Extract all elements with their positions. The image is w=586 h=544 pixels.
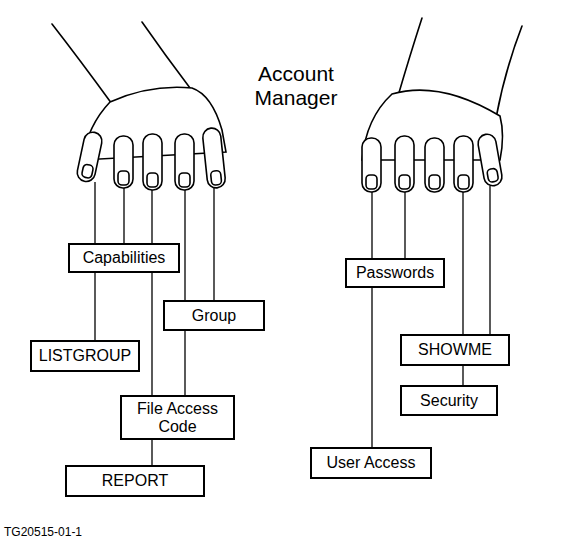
right-hand (362, 90, 503, 192)
finger (143, 134, 162, 190)
process-box: LISTGROUP (30, 340, 140, 372)
figure-code: TG20515-01-1 (4, 525, 82, 539)
fingernail (118, 171, 129, 185)
diagram-title: Account Manager (238, 62, 354, 110)
connector-layer (95, 273, 463, 465)
puppet-string (371, 192, 372, 258)
string-connector (184, 331, 185, 395)
box-label: User Access (327, 454, 416, 472)
box-label: Group (192, 307, 236, 325)
arm-line (496, 26, 522, 118)
box-label: Passwords (356, 264, 434, 282)
puppet-string (123, 188, 124, 243)
fingernail (399, 175, 410, 189)
arm-line (52, 24, 112, 104)
finger (362, 138, 381, 192)
fingernail (366, 175, 377, 189)
finger (114, 136, 133, 188)
arm-line (142, 22, 190, 88)
fingernail (81, 164, 93, 179)
string-connector (151, 440, 152, 465)
finger (395, 136, 414, 192)
fingernail (429, 175, 440, 189)
fingernail (458, 175, 469, 189)
fingernail (210, 170, 221, 185)
string-connector (94, 273, 95, 340)
left-hand (76, 87, 227, 190)
puppet-string (151, 190, 152, 243)
string-connector (462, 366, 463, 385)
puppet-string (94, 182, 95, 243)
string-connector (151, 273, 152, 395)
process-box: User Access (310, 447, 432, 479)
box-label: REPORT (102, 472, 168, 490)
puppet-string (184, 190, 185, 300)
process-box: SHOWME (400, 334, 510, 366)
finger (454, 136, 473, 192)
box-label: LISTGROUP (39, 347, 131, 365)
puppet-string (404, 192, 405, 258)
process-box: Passwords (345, 258, 445, 288)
box-label: Capabilities (83, 249, 166, 267)
process-box: File Access Code (120, 395, 235, 440)
finger (477, 133, 504, 187)
box-label: File Access Code (126, 400, 229, 436)
finger (202, 127, 226, 189)
process-box: Security (400, 385, 498, 416)
arm-line (398, 18, 422, 96)
fingernail (147, 173, 158, 187)
fingernail (487, 168, 499, 183)
box-label: Security (420, 392, 478, 410)
finger (76, 131, 104, 184)
process-box: Group (163, 300, 265, 331)
string-connector (371, 288, 372, 447)
process-box: Capabilities (68, 243, 180, 273)
process-box: REPORT (65, 465, 205, 497)
puppet-string (462, 192, 463, 334)
finger (175, 134, 194, 190)
box-label: SHOWME (418, 341, 492, 359)
puppet-string (213, 188, 214, 300)
fingernail (179, 173, 190, 187)
puppet-string (489, 186, 490, 334)
finger (425, 138, 444, 192)
